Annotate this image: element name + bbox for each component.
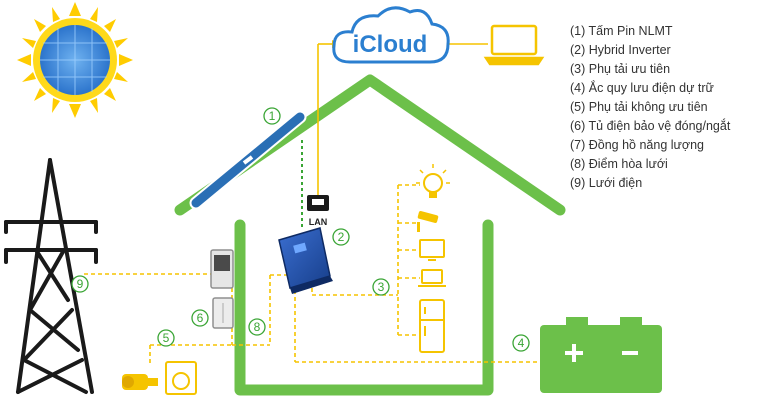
legend-item: (8) Điểm hòa lưới [570,157,668,171]
legend-item: (5) Phụ tải không ưu tiên [570,100,708,114]
badge-9: 9 [71,275,89,293]
lan-port-icon: LAN [307,195,329,227]
sun-icon [17,2,133,118]
badge-6-label: 6 [197,311,204,325]
badge-8-label: 8 [254,320,261,334]
badge-3-label: 3 [378,280,385,294]
badge-3: 3 [372,278,390,296]
legend-item: (3) Phụ tải ưu tiên [570,62,671,76]
badge-8: 8 [248,318,266,336]
lan-label: LAN [309,217,328,227]
solar-panel [189,110,307,210]
badge-4-label: 4 [518,336,525,350]
legend-item: (9) Lưới điện [570,176,643,190]
wiring-lines [84,184,540,365]
battery-icon [540,317,662,393]
icloud-cloud: iCloud [332,6,450,64]
security-camera-icon [417,210,439,232]
laptop-load-icon [418,269,446,287]
energy-meter-icon [210,249,234,289]
legend-item: (7) Đồng hồ năng lượng [570,138,705,152]
hybrid-inverter-icon [278,227,333,294]
legend-item: (4) Ắc quy lưu điện dự trữ [570,81,714,95]
light-bulb-icon [416,164,450,198]
badge-9-label: 9 [77,277,84,291]
house-outline [174,74,566,396]
refrigerator-icon [419,299,445,353]
legend-item: (6) Tủ điện bảo vệ đóng/ngắt [570,119,731,133]
television-icon [419,239,445,261]
legend-item: (1) Tấm Pin NLMT [570,24,673,38]
badge-4: 4 [512,334,530,352]
protection-cabinet-icon [212,297,234,329]
water-pump-icon [122,374,158,390]
badge-1: 1 [263,107,281,125]
icloud-label: iCloud [353,31,428,58]
laptop-icon [483,24,545,66]
legend-item: (2) Hybrid Inverter [570,43,671,57]
badge-6: 6 [191,309,209,327]
badge-2-label: 2 [338,230,345,244]
washing-machine-icon [165,361,197,395]
badge-5: 5 [157,329,175,347]
badge-1-label: 1 [269,109,276,123]
legend: (1) Tấm Pin NLMT (2) Hybrid Inverter (3)… [570,22,766,193]
badge-2: 2 [332,228,350,246]
transmission-tower-icon [4,158,98,394]
badge-5-label: 5 [163,331,170,345]
